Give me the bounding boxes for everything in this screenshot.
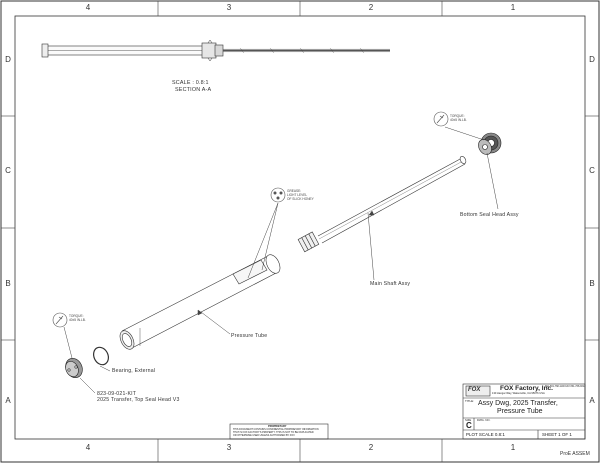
top-seal-head-part bbox=[65, 358, 83, 378]
zone-row-c-right: C bbox=[589, 166, 595, 175]
torque-note-1-line2: 40±5 IN.LB. bbox=[450, 118, 467, 122]
company-phone: TEL 831-768-1100 FAX 831-768-9312 bbox=[545, 385, 586, 388]
callout-top-seal-name: 2025 Transfer, Top Seal Head V3 bbox=[97, 397, 180, 403]
zone-row-c-left: C bbox=[5, 166, 11, 175]
scale-note: SCALE : 0.8:1 bbox=[172, 80, 209, 86]
section-view bbox=[41, 39, 390, 62]
title-line-2: Pressure Tube bbox=[497, 408, 543, 415]
leader-lines bbox=[63, 126, 499, 394]
confidential-line-1: THIS DOCUMENT CONTAINS CONFIDENTIAL PROP… bbox=[233, 428, 319, 431]
zone-col-4-bottom: 4 bbox=[85, 443, 91, 452]
grease-note-line1: GREASE: bbox=[287, 189, 302, 193]
zone-col-3-top: 3 bbox=[226, 3, 232, 12]
title-line-1: Assy Dwg, 2025 Transfer, bbox=[478, 400, 558, 407]
size-label: SIZE bbox=[465, 418, 472, 422]
company-name: FOX Factory, Inc. bbox=[500, 385, 553, 392]
main-shaft-part bbox=[297, 155, 467, 253]
zone-col-3-bottom: 3 bbox=[226, 443, 232, 452]
title-block-frame bbox=[229, 383, 586, 440]
torque-note-2-line2: 40±5 IN.LB. bbox=[69, 318, 86, 322]
callout-bearing-external: Bearing, External bbox=[112, 368, 156, 374]
grease-note-line2: LIGHT LEVEL bbox=[287, 193, 308, 197]
dwg-no-label: DWG. NO. bbox=[477, 418, 491, 422]
callout-pressure-tube: Pressure Tube bbox=[231, 333, 268, 339]
confidential-title: PROPRIETARY bbox=[268, 425, 287, 428]
zone-col-2-top: 2 bbox=[368, 3, 374, 12]
sheet-size: C bbox=[466, 421, 472, 430]
bottom-seal-head-part bbox=[478, 132, 502, 155]
zone-row-b-right: B bbox=[589, 279, 595, 288]
zone-col-4-top: 4 bbox=[85, 3, 91, 12]
zone-row-a-right: A bbox=[589, 396, 595, 405]
plot-scale: PLOT SCALE 0.8:1 bbox=[466, 432, 505, 437]
torque-note-1-line1: TORQUE: bbox=[450, 114, 465, 118]
zone-row-a-left: A bbox=[5, 396, 11, 405]
zone-row-d-left: D bbox=[5, 55, 11, 64]
fox-logo: FOX bbox=[468, 387, 481, 393]
note-icons bbox=[52, 111, 449, 328]
pressure-tube-part bbox=[119, 254, 281, 350]
software-label: ProE ASSEM bbox=[560, 451, 590, 457]
torque-note-2-line1: TORQUE: bbox=[69, 314, 84, 318]
confidential-line-2: THAT IS FOX FACTORY'S PROPERTY. THIS IS … bbox=[233, 431, 314, 434]
zone-row-d-right: D bbox=[589, 55, 595, 64]
company-address: 130 Hangar Way, Watsonville, CA 95076 US… bbox=[492, 392, 545, 395]
title-label: TITLE: bbox=[465, 399, 475, 403]
zone-col-1-top: 1 bbox=[510, 3, 516, 12]
bearing-part bbox=[93, 346, 109, 366]
callout-bottom-seal-head: Bottom Seal Head Assy bbox=[460, 212, 519, 218]
inner-border bbox=[14, 15, 586, 440]
grease-note-line3: OF SLICK HONEY bbox=[287, 197, 314, 201]
confidential-line-3: OR OTHERWISE USED UNLESS AUTHORIZED BY F… bbox=[233, 434, 295, 437]
callout-main-shaft: Main Shaft Assy bbox=[370, 281, 411, 287]
zone-row-b-left: B bbox=[5, 279, 11, 288]
section-note: SECTION A-A bbox=[175, 87, 212, 93]
callout-top-seal-part-no: 823-09-021-KIT bbox=[97, 391, 137, 397]
zone-col-2-bottom: 2 bbox=[368, 443, 374, 452]
sheet-number: SHEET 1 OF 1 bbox=[542, 432, 572, 437]
zone-col-1-bottom: 1 bbox=[510, 443, 516, 452]
